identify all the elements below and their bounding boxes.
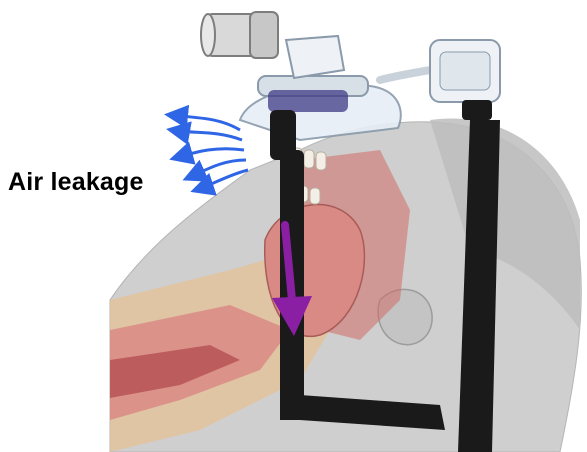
air-leakage-label: Air leakage xyxy=(8,168,144,197)
air-leak-arrows-icon xyxy=(170,115,248,190)
